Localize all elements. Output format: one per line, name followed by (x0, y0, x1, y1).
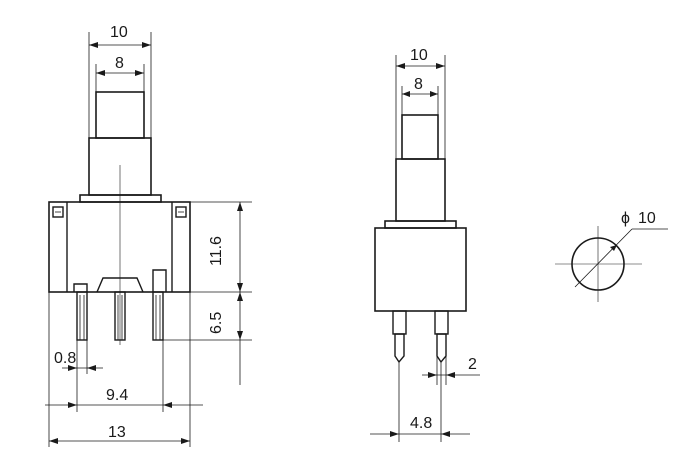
side-dim-cap-width: 8 (401, 76, 439, 115)
front-pin-width-label: 0.8 (54, 350, 76, 367)
side-cap-width-label: 8 (414, 76, 423, 93)
side-actuator-cap (401, 114, 439, 160)
front-dim-top-width: 10 (88, 24, 152, 138)
front-pin-spacing-label: 9.4 (106, 387, 128, 404)
side-top-width-label: 10 (410, 47, 428, 64)
front-pin-length-label: 6.5 (208, 312, 225, 334)
panel-cutout: ϕ 10 (555, 210, 668, 302)
front-view: 10 8 11.6 6.5 (45, 24, 252, 447)
front-dim-pin-width: 0.8 (54, 340, 103, 374)
side-dim-top-width: 10 (395, 47, 446, 159)
front-overall-width-label: 13 (108, 424, 126, 441)
side-pins (392, 310, 449, 364)
front-cap-width-label: 8 (115, 55, 124, 72)
front-top-width-label: 10 (110, 24, 128, 41)
front-housing (48, 201, 191, 293)
front-pins (76, 291, 164, 341)
front-dim-pin-spacing: 9.4 (45, 340, 203, 412)
cutout-diameter-label: 10 (638, 210, 656, 227)
front-dim-cap-width: 8 (95, 55, 145, 92)
side-view: 10 8 2 4.8 (370, 47, 480, 442)
side-pin-spacing-label: 4.8 (410, 415, 432, 432)
front-dim-overall-width: 13 (48, 292, 191, 447)
side-dim-pin-width: 2 (422, 356, 480, 385)
side-dim-pin-spacing: 4.8 (370, 362, 470, 442)
side-housing (374, 227, 467, 312)
front-body-height-label: 11.6 (208, 236, 225, 266)
front-dim-heights: 11.6 6.5 (163, 201, 252, 385)
side-actuator-stem (395, 158, 446, 222)
cutout-diameter-symbol: ϕ (621, 210, 630, 227)
side-collar (384, 220, 457, 229)
front-actuator-cap (95, 91, 145, 139)
front-collar (79, 194, 162, 203)
side-pin-width-label: 2 (468, 356, 477, 373)
